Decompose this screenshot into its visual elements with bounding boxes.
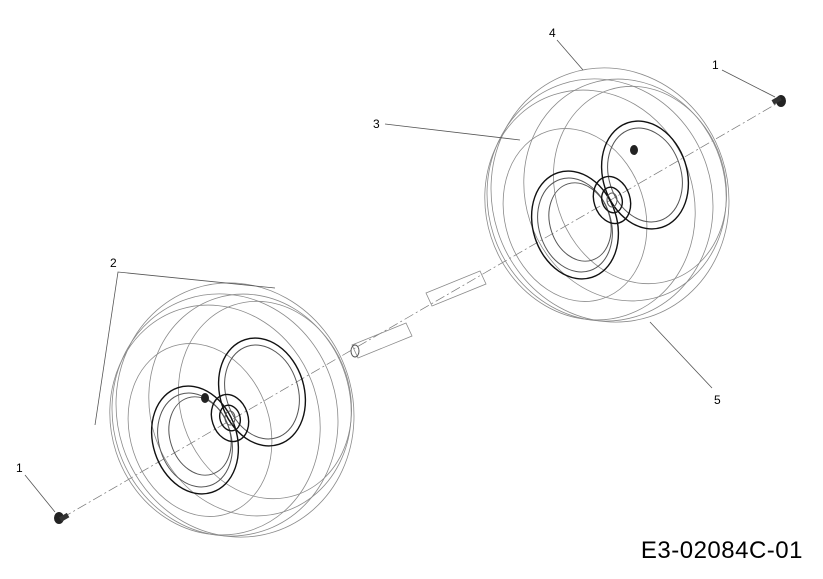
leader-c1-right <box>721 69 776 98</box>
drawing-code: E3-02084C-01 <box>640 537 803 564</box>
left-bolt <box>54 512 70 524</box>
left-hub <box>210 393 250 443</box>
left-tire <box>109 282 355 538</box>
right-tire <box>484 67 730 323</box>
right-hub <box>592 175 632 225</box>
right-rim <box>530 120 690 280</box>
leader-c5 <box>649 321 713 389</box>
left-valve-stem <box>201 393 209 403</box>
callout-5: 5 <box>714 393 721 407</box>
leader-c4 <box>556 39 584 71</box>
leader-c3 <box>384 123 521 141</box>
leader-c1-left <box>24 474 56 513</box>
leader-c2 <box>94 271 276 426</box>
callout-3: 3 <box>373 117 380 131</box>
callout-2: 2 <box>110 256 117 270</box>
callout-1-right: 1 <box>712 58 719 72</box>
callout-1-left: 1 <box>16 461 23 475</box>
right-bolt <box>771 95 786 107</box>
left-rim <box>150 337 307 495</box>
callout-4: 4 <box>549 26 556 40</box>
left-wheel <box>109 282 355 538</box>
right-valve-stem <box>630 145 638 155</box>
center-axis <box>61 99 784 519</box>
right-wheel <box>484 67 730 323</box>
axle <box>350 270 487 359</box>
